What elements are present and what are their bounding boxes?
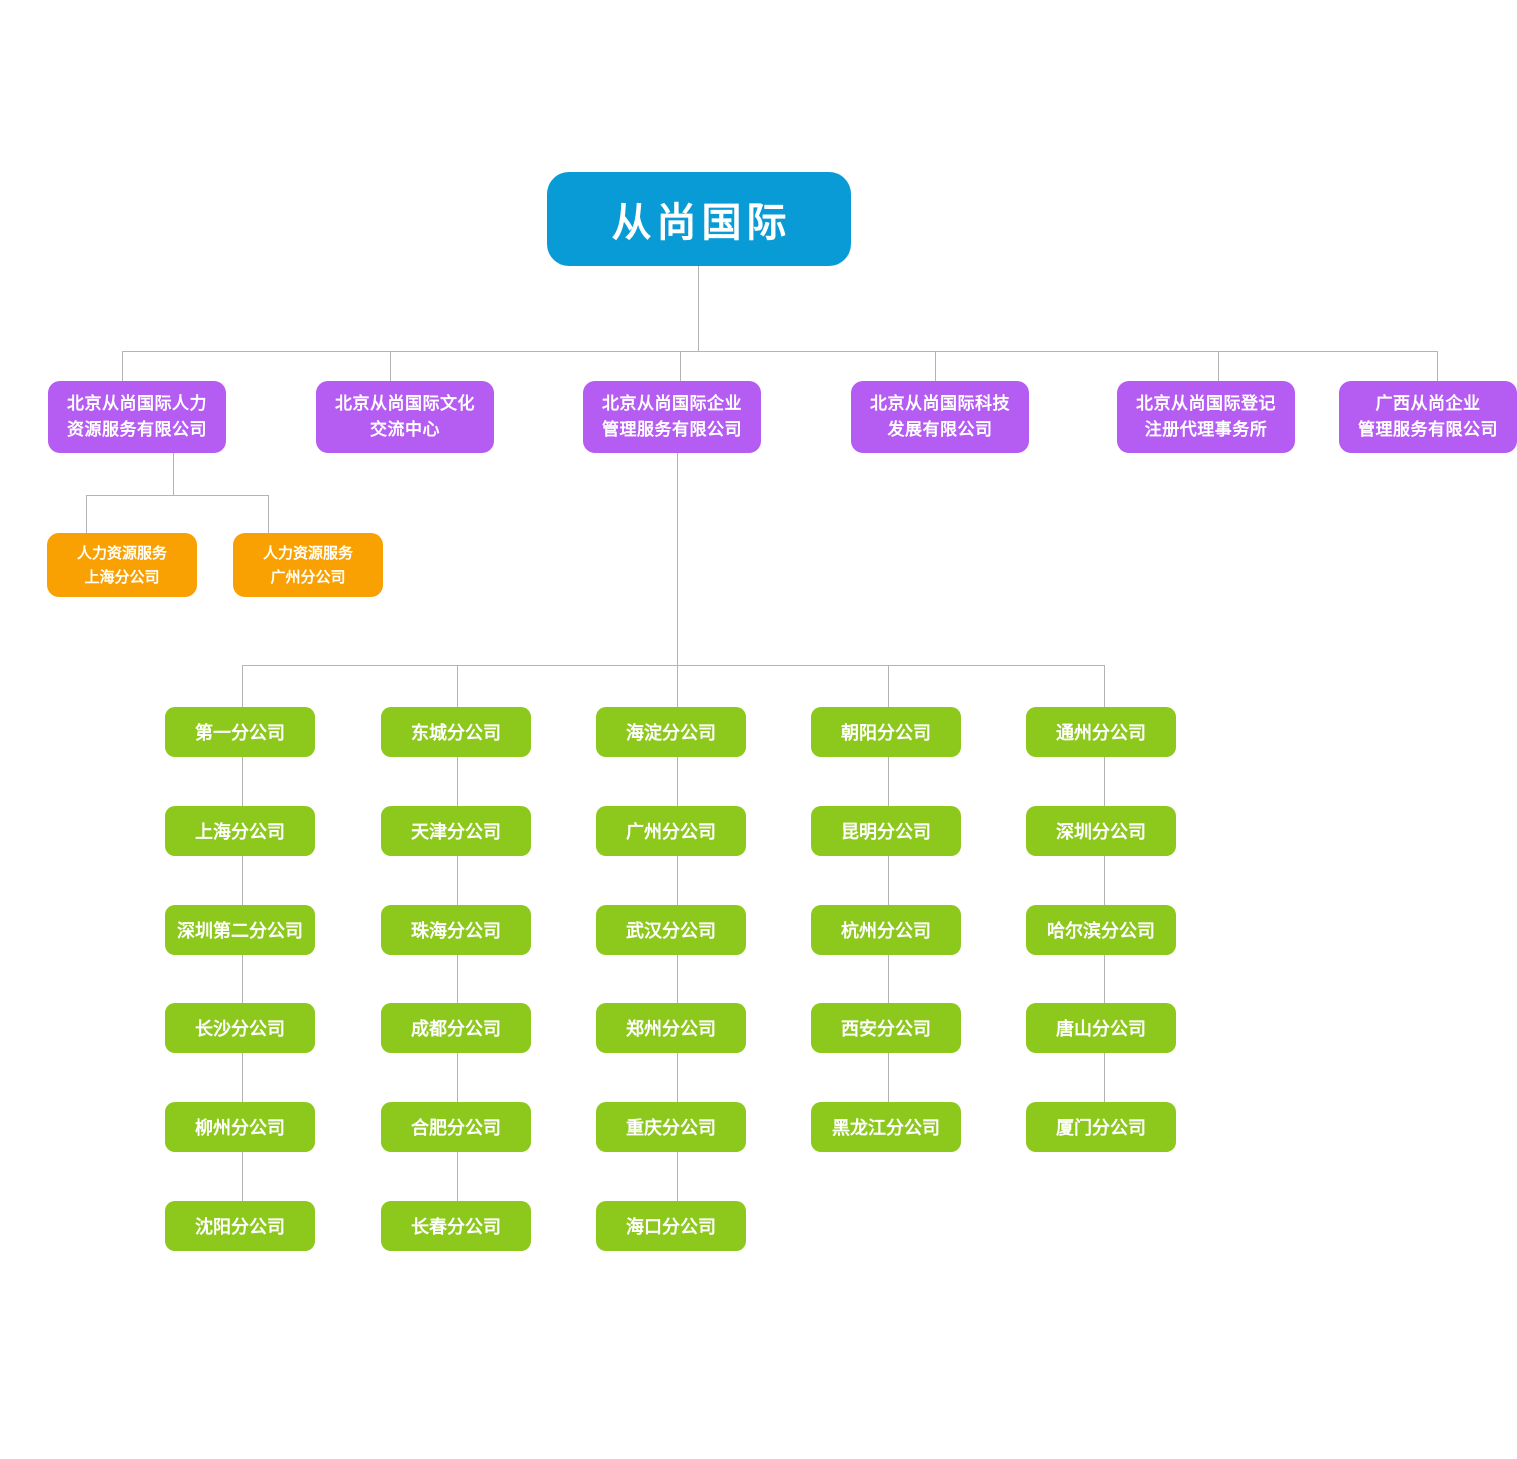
- org-node-branch: 海淀分公司: [596, 707, 746, 757]
- org-node-branch: 第一分公司: [165, 707, 315, 757]
- org-node-branch: 朝阳分公司: [811, 707, 961, 757]
- org-node-hr-branch: 人力资源服务 广州分公司: [233, 533, 383, 597]
- org-node-subsidiary: 北京从尚国际企业 管理服务有限公司: [583, 381, 761, 453]
- org-node-branch: 沈阳分公司: [165, 1201, 315, 1251]
- org-node-branch: 郑州分公司: [596, 1003, 746, 1053]
- org-node-branch: 武汉分公司: [596, 905, 746, 955]
- connector-line: [390, 351, 391, 381]
- connector-line: [680, 351, 681, 381]
- org-node-branch: 深圳分公司: [1026, 806, 1176, 856]
- connector-line: [888, 665, 889, 1102]
- org-node-branch: 哈尔滨分公司: [1026, 905, 1176, 955]
- connector-line: [935, 351, 936, 381]
- org-node-branch: 昆明分公司: [811, 806, 961, 856]
- org-node-branch: 海口分公司: [596, 1201, 746, 1251]
- org-node-branch: 通州分公司: [1026, 707, 1176, 757]
- connector-line: [122, 351, 1437, 352]
- org-node-branch: 珠海分公司: [381, 905, 531, 955]
- connector-line: [1104, 665, 1105, 1102]
- org-node-subsidiary: 北京从尚国际登记 注册代理事务所: [1117, 381, 1295, 453]
- connector-line: [1437, 351, 1438, 381]
- org-node-root: 从尚国际: [547, 172, 851, 266]
- org-node-branch: 上海分公司: [165, 806, 315, 856]
- org-node-subsidiary: 广西从尚企业 管理服务有限公司: [1339, 381, 1517, 453]
- org-node-branch: 东城分公司: [381, 707, 531, 757]
- org-node-branch: 柳州分公司: [165, 1102, 315, 1152]
- org-node-subsidiary: 北京从尚国际科技 发展有限公司: [851, 381, 1029, 453]
- org-node-branch: 深圳第二分公司: [165, 905, 315, 955]
- connector-line: [86, 495, 269, 496]
- org-node-subsidiary: 北京从尚国际文化 交流中心: [316, 381, 494, 453]
- org-node-branch: 广州分公司: [596, 806, 746, 856]
- org-node-branch: 合肥分公司: [381, 1102, 531, 1152]
- org-node-branch: 重庆分公司: [596, 1102, 746, 1152]
- connector-line: [677, 453, 678, 665]
- org-node-branch: 长沙分公司: [165, 1003, 315, 1053]
- connector-line: [122, 351, 123, 381]
- org-node-branch: 西安分公司: [811, 1003, 961, 1053]
- org-node-branch: 杭州分公司: [811, 905, 961, 955]
- connector-line: [86, 495, 87, 533]
- org-node-subsidiary: 北京从尚国际人力 资源服务有限公司: [48, 381, 226, 453]
- org-node-branch: 长春分公司: [381, 1201, 531, 1251]
- connector-line: [242, 665, 1105, 666]
- connector-line: [1218, 351, 1219, 381]
- org-node-branch: 黑龙江分公司: [811, 1102, 961, 1152]
- org-node-branch: 唐山分公司: [1026, 1003, 1176, 1053]
- org-node-hr-branch: 人力资源服务 上海分公司: [47, 533, 197, 597]
- org-node-branch: 成都分公司: [381, 1003, 531, 1053]
- org-node-branch: 天津分公司: [381, 806, 531, 856]
- connector-line: [698, 265, 699, 351]
- connector-line: [173, 453, 174, 495]
- org-node-branch: 厦门分公司: [1026, 1102, 1176, 1152]
- connector-line: [268, 495, 269, 533]
